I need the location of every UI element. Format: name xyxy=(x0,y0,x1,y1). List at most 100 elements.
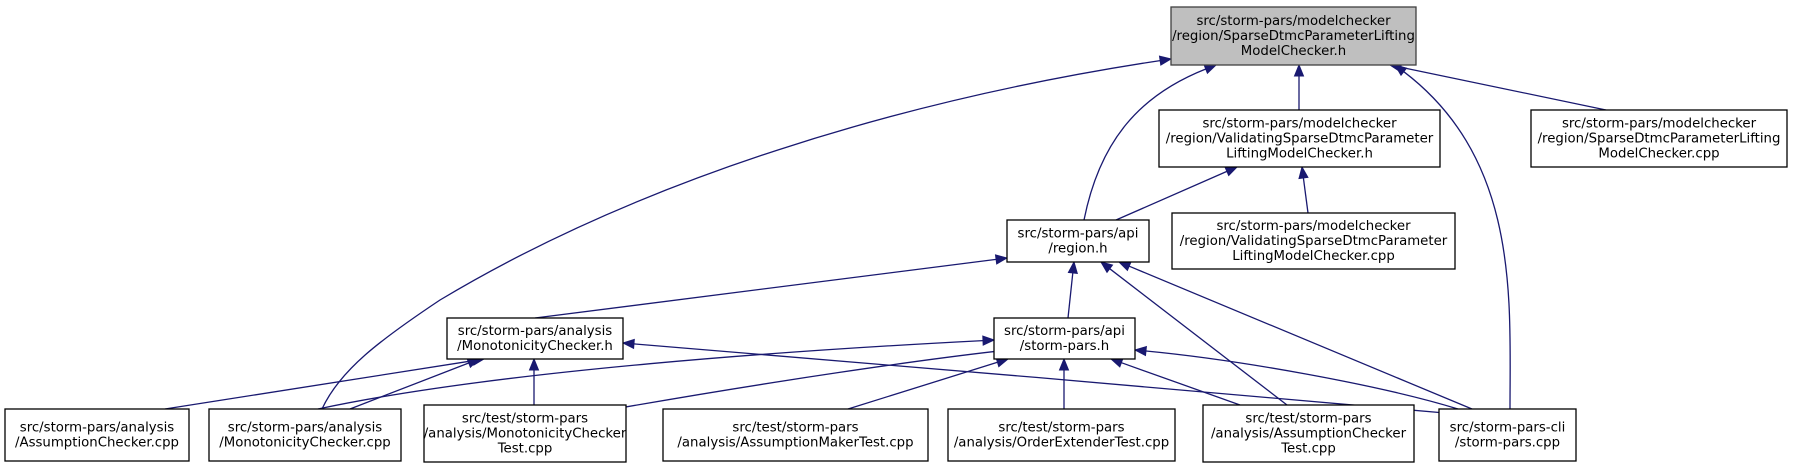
edges-layer xyxy=(164,55,1607,414)
node-box xyxy=(947,408,1176,462)
arrowhead-icon xyxy=(982,335,996,346)
node-root: src/storm-pars/modelchecker/region/Spars… xyxy=(1170,6,1417,66)
node-box xyxy=(1202,404,1415,463)
edge-cli_cpp-to-region_h xyxy=(1117,261,1473,410)
node-label-line: /region/SparseDtmcParameterLifting xyxy=(1172,29,1415,44)
edge-cli_cpp-to-root xyxy=(1393,64,1511,410)
edge-line xyxy=(1115,170,1228,221)
node-label-line: /MonotonicityChecker.h xyxy=(457,339,613,354)
edge-cli_cpp-to-storm_pars_h xyxy=(1133,345,1459,410)
arrowhead-icon xyxy=(1117,261,1132,272)
node-label-line: ModelChecker.cpp xyxy=(1598,147,1719,162)
node-maker-test[interactable]: src/test/storm-pars/analysis/AssumptionM… xyxy=(662,408,929,462)
node-label-line: src/storm-pars/analysis xyxy=(228,421,383,436)
edge-mono_test-to-monotonicity_h xyxy=(528,357,540,405)
node-monotonicity-cpp[interactable]: src/storm-pars/analysis/MonotonicityChec… xyxy=(208,408,402,462)
edge-monotonicity_cpp-to-root xyxy=(321,55,1173,410)
node-box xyxy=(1171,212,1456,270)
node-label-line: src/test/storm-pars xyxy=(1245,412,1371,427)
node-assump-test[interactable]: src/test/storm-pars/analysis/AssumptionC… xyxy=(1202,404,1415,463)
node-label-line: /region/ValidatingSparseDtmcParameter xyxy=(1180,234,1448,249)
edge-line xyxy=(633,343,1446,414)
arrowhead-icon xyxy=(1393,64,1408,77)
node-label-line: src/storm-pars-cli xyxy=(1450,421,1566,436)
edge-line xyxy=(1109,268,1288,406)
node-box xyxy=(662,408,929,462)
node-assumption-cpp[interactable]: src/storm-pars/analysis/AssumptionChecke… xyxy=(4,408,190,462)
node-label-line: src/storm-pars/api xyxy=(1018,227,1139,242)
arrowhead-icon xyxy=(1158,55,1173,66)
node-validating-cpp[interactable]: src/storm-pars/modelchecker/region/Valid… xyxy=(1171,212,1456,270)
node-box xyxy=(1158,109,1441,168)
edge-line xyxy=(534,258,997,319)
edge-monotonicity_cpp-to-monotonicity_h xyxy=(349,358,481,410)
node-label-line: src/test/storm-pars xyxy=(462,412,588,427)
edge-line xyxy=(1400,66,1607,111)
node-label-line: src/storm-pars/modelchecker xyxy=(1216,219,1411,234)
nodes-layer: src/storm-pars/modelchecker/region/Spars… xyxy=(4,6,1788,463)
edge-line xyxy=(619,350,997,409)
node-order-test[interactable]: src/test/storm-pars/analysis/OrderExtend… xyxy=(947,408,1176,462)
node-label-line: Test.cpp xyxy=(1280,442,1336,457)
edge-maker_test-to-storm_pars_h xyxy=(847,357,1010,410)
edge-monotonicity_cpp-to-storm_pars_h xyxy=(317,335,996,410)
node-label-line: /AssumptionChecker.cpp xyxy=(15,436,179,451)
node-label-line: src/storm-pars/analysis xyxy=(20,421,175,436)
edge-assump_test-to-storm_pars_h xyxy=(1109,357,1241,406)
node-label-line: /analysis/AssumptionMakerTest.cpp xyxy=(677,436,913,451)
arrowhead-icon xyxy=(1067,260,1078,274)
edge-validating_h-to-root xyxy=(1293,63,1305,110)
arrowhead-icon xyxy=(621,338,635,350)
arrowhead-icon xyxy=(1133,345,1147,357)
arrowhead-icon xyxy=(1203,64,1218,75)
node-validating-h[interactable]: src/storm-pars/modelchecker/region/Valid… xyxy=(1158,109,1441,168)
edge-line xyxy=(1067,272,1074,319)
arrowhead-icon xyxy=(528,357,540,371)
node-label-line: Test.cpp xyxy=(497,442,553,457)
edge-line xyxy=(1403,71,1511,410)
arrowhead-icon xyxy=(1224,166,1239,177)
node-label-line: /region/SparseDtmcParameterLifting xyxy=(1538,132,1781,147)
arrowhead-icon xyxy=(994,254,1009,265)
edge-assump_test-to-region_h xyxy=(1099,261,1288,406)
edge-line xyxy=(1302,177,1309,214)
node-label-line: /MonotonicityChecker.cpp xyxy=(219,436,390,451)
edge-order_test-to-storm_pars_h xyxy=(1058,357,1070,409)
edge-line xyxy=(1121,362,1241,406)
edge-line xyxy=(164,360,474,410)
arrowhead-icon xyxy=(1109,357,1124,368)
node-monotonicity-h[interactable]: src/storm-pars/analysis/MonotonicityChec… xyxy=(446,317,624,360)
node-storm-pars-h[interactable]: src/storm-pars/api/storm-pars.h xyxy=(993,317,1136,360)
node-box xyxy=(4,408,190,462)
node-box xyxy=(1170,6,1417,66)
node-label-line: /analysis/OrderExtenderTest.cpp xyxy=(954,436,1169,451)
edge-validating_cpp-to-validating_h xyxy=(1298,165,1309,214)
node-label-line: /storm-pars.cpp xyxy=(1455,436,1560,451)
edge-line xyxy=(321,59,1161,410)
arrowhead-icon xyxy=(1099,261,1114,274)
edge-assumption_cpp-to-monotonicity_h xyxy=(164,355,486,410)
node-box xyxy=(1438,408,1577,462)
node-label-line: LiftingModelChecker.h xyxy=(1226,147,1373,162)
node-mono-test[interactable]: src/test/storm-pars/analysis/Monotonicit… xyxy=(423,404,627,463)
edge-line xyxy=(1128,265,1473,410)
node-label-line: /storm-pars.h xyxy=(1020,339,1109,354)
node-label-line: src/storm-pars/modelchecker xyxy=(1196,14,1391,29)
node-box xyxy=(446,317,624,360)
edge-line xyxy=(1145,350,1459,410)
arrowhead-icon xyxy=(1293,63,1305,77)
node-label-line: src/storm-pars/modelchecker xyxy=(1562,117,1757,132)
node-label-line: /region.h xyxy=(1048,242,1107,257)
node-box xyxy=(1006,219,1150,263)
edge-region_h-to-root xyxy=(1083,64,1218,221)
node-label-line: src/test/storm-pars xyxy=(998,421,1124,436)
node-label-line: src/storm-pars/api xyxy=(1004,324,1125,339)
node-label-line: ModelChecker.h xyxy=(1241,44,1346,59)
node-lifting-cpp[interactable]: src/storm-pars/modelchecker/region/Spars… xyxy=(1530,109,1788,168)
node-region-h[interactable]: src/storm-pars/api/region.h xyxy=(1006,219,1150,263)
node-label-line: /analysis/MonotonicityChecker xyxy=(424,427,627,442)
node-label-line: src/test/storm-pars xyxy=(732,421,858,436)
node-cli-cpp[interactable]: src/storm-pars-cli/storm-pars.cpp xyxy=(1438,408,1577,462)
edge-line xyxy=(349,362,469,410)
